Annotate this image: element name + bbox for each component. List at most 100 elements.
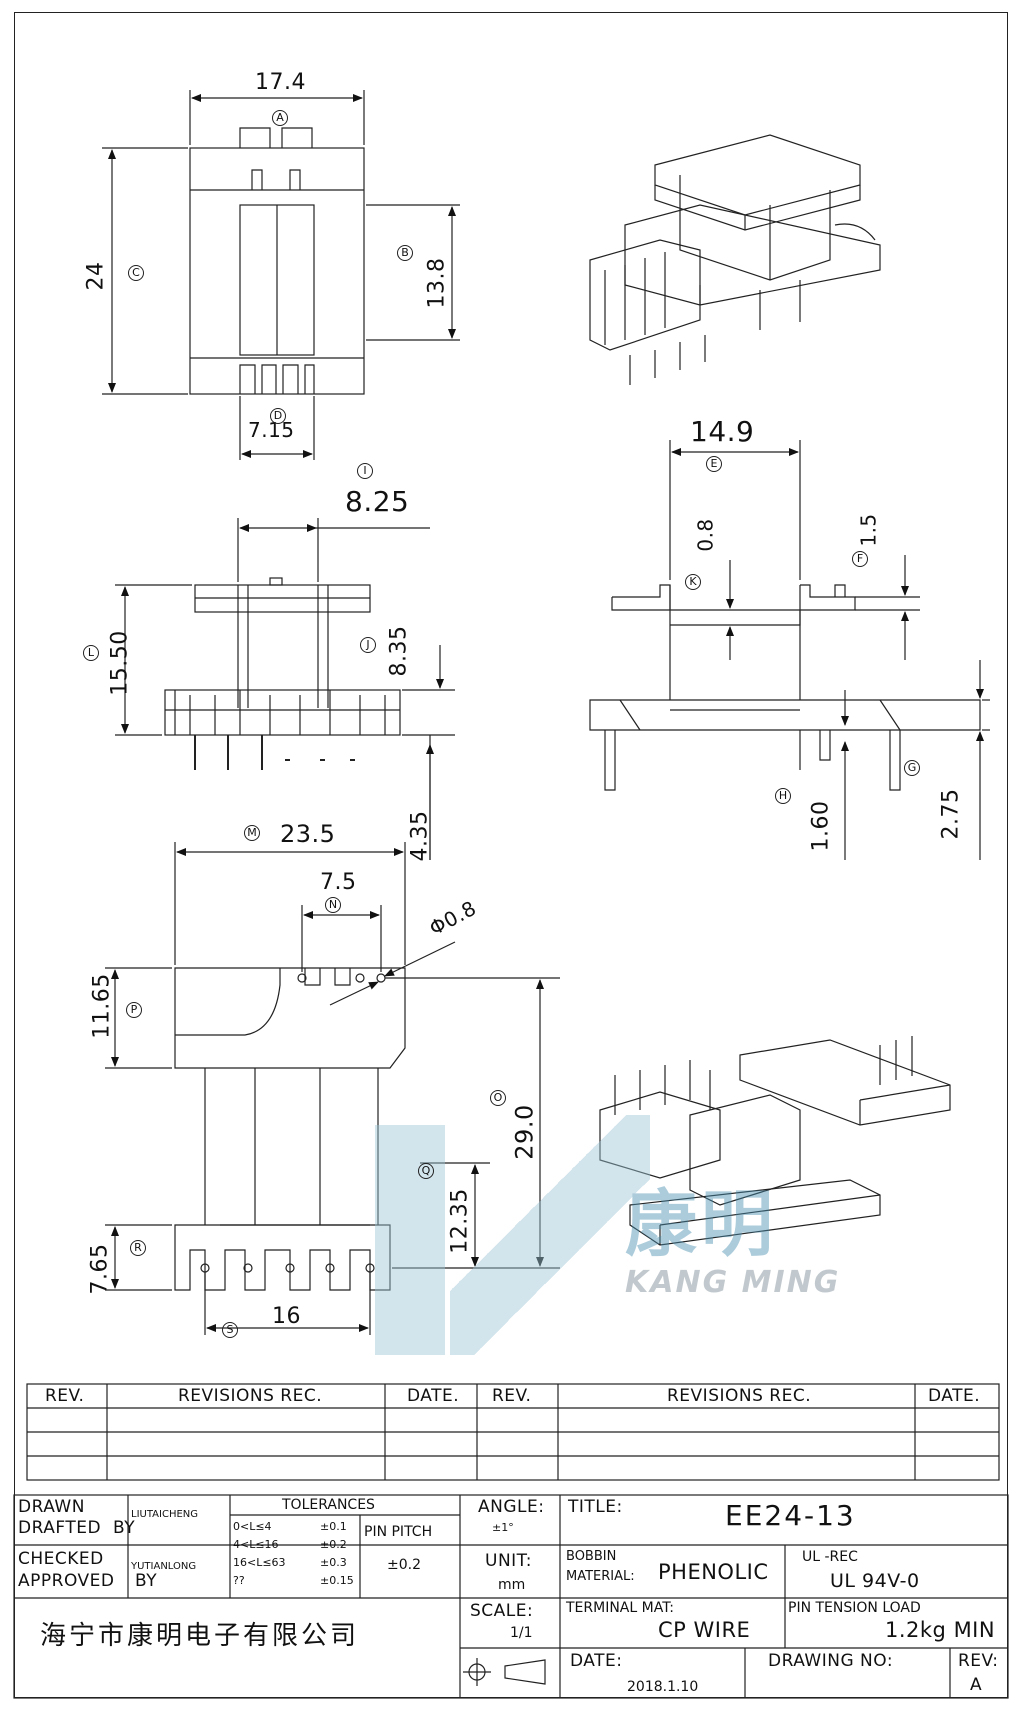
drafted-label: DRAFTED [18,1518,102,1538]
pin-pitch-label: PIN PITCH [364,1524,433,1540]
unit-label: UNIT: [485,1551,532,1571]
dim-pcb-top-h: 11.65 [89,973,115,1039]
dim-pcb-foot: 7.65 [87,1243,113,1295]
label-r: R [130,1240,146,1256]
checked-label: CHECKED [18,1549,104,1569]
dim-base-g: 2.75 [938,788,964,840]
dim-pcb-width: 23.5 [280,820,336,848]
label-l: L [83,645,99,661]
date-value: 2018.1.10 [627,1679,699,1695]
pcb-view [105,842,560,1335]
terminal-mat-label: TERMINAL MAT: [566,1600,674,1616]
label-d: D [270,408,286,424]
dim-pcb-low: 12.35 [447,1188,473,1254]
dim-top-width: 17.4 [255,70,306,95]
logo-k-mark [375,1125,445,1355]
dim-pin-pitch-top: 7.5 [320,870,357,895]
dim-flange-k: 0.8 [693,518,718,552]
label-m: M [244,825,260,841]
label-h: H [775,788,791,804]
drawn-name: LIUTAICHENG [131,1509,199,1520]
dim-pin-row-width: 7.15 [248,418,295,442]
drawing-no-label: DRAWING NO: [768,1651,894,1671]
rev-header-1: REV. [45,1386,85,1406]
tol-range-1: 0<L≤4 [233,1520,272,1533]
tol-val-1: ±0.1 [320,1520,347,1533]
pin-pitch-value: ±0.2 [387,1557,421,1573]
dim-side-height: 15.50 [107,630,133,696]
label-s: S [222,1322,238,1338]
checked-name: YUTIANLONG [131,1561,197,1572]
dim-top-height: 24 [83,261,109,291]
material-label: MATERIAL: [566,1569,635,1584]
label-n: N [325,897,341,913]
side-view [115,518,455,860]
iso-view-top [589,134,881,385]
material-value: PHENOLIC [658,1560,769,1584]
top-view [102,90,460,460]
logo-cn-text: 康明 [625,1182,778,1266]
label-q: Q [418,1163,434,1179]
tol-val-3: ±0.3 [320,1556,347,1569]
pin-tension-value: 1.2kg MIN [885,1618,996,1642]
label-o: O [490,1090,506,1106]
label-c: C [128,265,144,281]
dim-side-mid: 8.35 [386,625,412,677]
title-block-lines [13,1494,1009,1699]
label-p: P [126,1002,142,1018]
tol-range-3: 16<L≤63 [233,1556,286,1569]
rev-header-6: DATE. [928,1386,981,1406]
iso-view-bottom [599,1036,951,1246]
dim-side-offset: 8.25 [345,485,410,518]
dim-base-h: 1.60 [808,800,834,852]
dim-window-height: 13.8 [424,257,450,309]
rev-header-4: REV. [492,1386,532,1406]
label-i: I [357,463,373,479]
ul-value: UL 94V-0 [830,1570,920,1592]
drafted-by-label: BY [113,1518,136,1538]
dim-flange-f: 1.5 [856,513,881,547]
label-a: A [272,110,288,126]
revisions-table-lines [26,1383,1000,1481]
rev-header-3: DATE. [407,1386,460,1406]
terminal-mat-value: CP WIRE [658,1618,751,1642]
label-k: K [685,574,701,590]
label-g: G [904,760,920,776]
drawing-title: EE24-13 [725,1499,856,1532]
label-b: B [397,245,413,261]
label-e: E [706,456,722,472]
checked-by-label: BY [135,1571,158,1591]
dim-front-width: 14.9 [690,415,755,448]
approved-label: APPROVED [18,1571,115,1591]
rev-label: REV: [958,1651,999,1671]
angle-value: ±1° [492,1521,514,1534]
dim-pcb-total: 29.0 [510,1104,539,1160]
angle-label: ANGLE: [478,1497,545,1517]
title-label: TITLE: [568,1497,623,1517]
scale-label: SCALE: [470,1601,534,1621]
tol-val-2: ±0.2 [320,1538,347,1551]
rev-header-2: REVISIONS REC. [178,1386,323,1406]
company-name: 海宁市康明电子有限公司 [40,1621,360,1651]
drawn-label: DRAWN [18,1497,85,1517]
logo-en-text: KANG MING [625,1265,841,1300]
label-f: F [852,551,868,567]
bobbin-label: BOBBIN [566,1549,617,1564]
tol-range-4: ?? [233,1574,245,1587]
rev-value: A [970,1675,983,1695]
scale-value: 1/1 [510,1625,533,1641]
pin-tension-label: PIN TENSION LOAD [788,1600,921,1616]
ul-rec-label: UL -REC [802,1549,858,1565]
label-j: J [360,637,376,653]
unit-value: mm [498,1577,526,1593]
tolerances-label: TOLERANCES [282,1497,375,1513]
tol-range-2: 4<L≤16 [233,1538,279,1551]
tol-val-4: ±0.15 [320,1574,354,1587]
kangming-logo: 康明 KANG MING [375,1115,855,1365]
rev-header-5: REVISIONS REC. [667,1386,812,1406]
date-label: DATE: [570,1651,623,1671]
dim-pin-length: 4.35 [407,810,433,862]
dim-pin-span: 16 [272,1304,301,1329]
front-view [589,440,990,860]
